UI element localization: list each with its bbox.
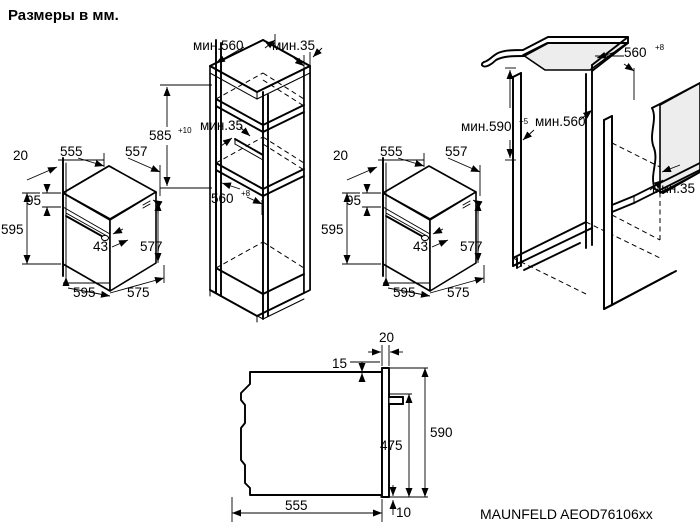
dim-oven-left-total-height: 595 <box>1 222 24 237</box>
dim-oven-left-handle-depth: 43 <box>93 239 108 254</box>
dim-oven-left-panel-height: 95 <box>26 193 41 208</box>
dim-oven-left-side-depth: 575 <box>127 285 150 300</box>
page-title: Размеры в мм. <box>8 7 119 24</box>
dim-cabinet-middle-niche-depth: 560 <box>211 191 234 206</box>
dim-cabinet-middle-clearance-top: мин.35 <box>272 38 315 53</box>
view-oven-right: 20 555 557 95 595 43 <box>321 144 485 300</box>
dim-cabinet-middle-niche-height-tol: +10 <box>178 126 192 135</box>
dim-oven-left-body-depth: 557 <box>125 144 148 159</box>
dim-cabinet-middle-niche-depth-tol: +8 <box>241 189 251 198</box>
dim-oven-left-top-depth: 555 <box>60 144 83 159</box>
dim-oven-right-side-depth: 575 <box>447 285 470 300</box>
dim-oven-left-depth-offset: 20 <box>13 148 28 163</box>
dim-section-door-offset: 15 <box>332 356 347 371</box>
dim-cabinet-right-clearance-back: мин.35 <box>652 181 695 196</box>
dim-oven-left-inner-height: 577 <box>140 239 163 254</box>
dim-cabinet-middle-clearance-mid: мин.35 <box>200 118 243 133</box>
dim-section-total-height: 590 <box>430 425 453 440</box>
view-cabinet-middle: мин.560 мин.35 585 +10 мин.35 560 +8 <box>149 34 323 323</box>
dim-oven-right-total-height: 595 <box>321 222 344 237</box>
dim-cabinet-right-niche-width: мин.560 <box>535 114 586 129</box>
dim-oven-left-width: 595 <box>73 285 96 300</box>
dim-section-cavity-height: 475 <box>380 438 403 453</box>
dim-cabinet-middle-niche-width: мин.560 <box>193 38 244 53</box>
dim-oven-right-depth-offset: 20 <box>333 148 348 163</box>
dim-cabinet-middle-niche-height: 585 <box>149 128 172 143</box>
dim-oven-right-handle-depth: 43 <box>413 239 428 254</box>
dim-oven-right-body-depth: 557 <box>445 144 468 159</box>
dim-oven-right-width: 595 <box>393 285 416 300</box>
dim-oven-right-inner-height: 577 <box>460 239 483 254</box>
dim-section-body-depth: 555 <box>285 498 308 513</box>
brand-model-label: MAUNFELD AEOD76106xx <box>480 506 653 522</box>
dim-cabinet-right-niche-height-tol: +5 <box>519 117 529 126</box>
dim-oven-right-top-depth: 555 <box>380 144 403 159</box>
dim-cabinet-right-niche-depth: 560 <box>624 45 647 60</box>
dim-section-foot-height: 10 <box>396 505 411 520</box>
dim-section-door-thickness: 20 <box>379 330 394 345</box>
dim-cabinet-right-niche-depth-tol: +8 <box>655 43 665 52</box>
view-cabinet-right: 560 +8 мин.590 +5 мин.560 мин.35 <box>461 36 700 310</box>
view-oven-left: 20 555 557 95 595 43 <box>1 144 165 300</box>
view-section-bottom: 20 15 590 475 10 555 <box>231 330 453 522</box>
dim-cabinet-right-niche-height: мин.590 <box>461 119 512 134</box>
dim-oven-right-panel-height: 95 <box>346 193 361 208</box>
